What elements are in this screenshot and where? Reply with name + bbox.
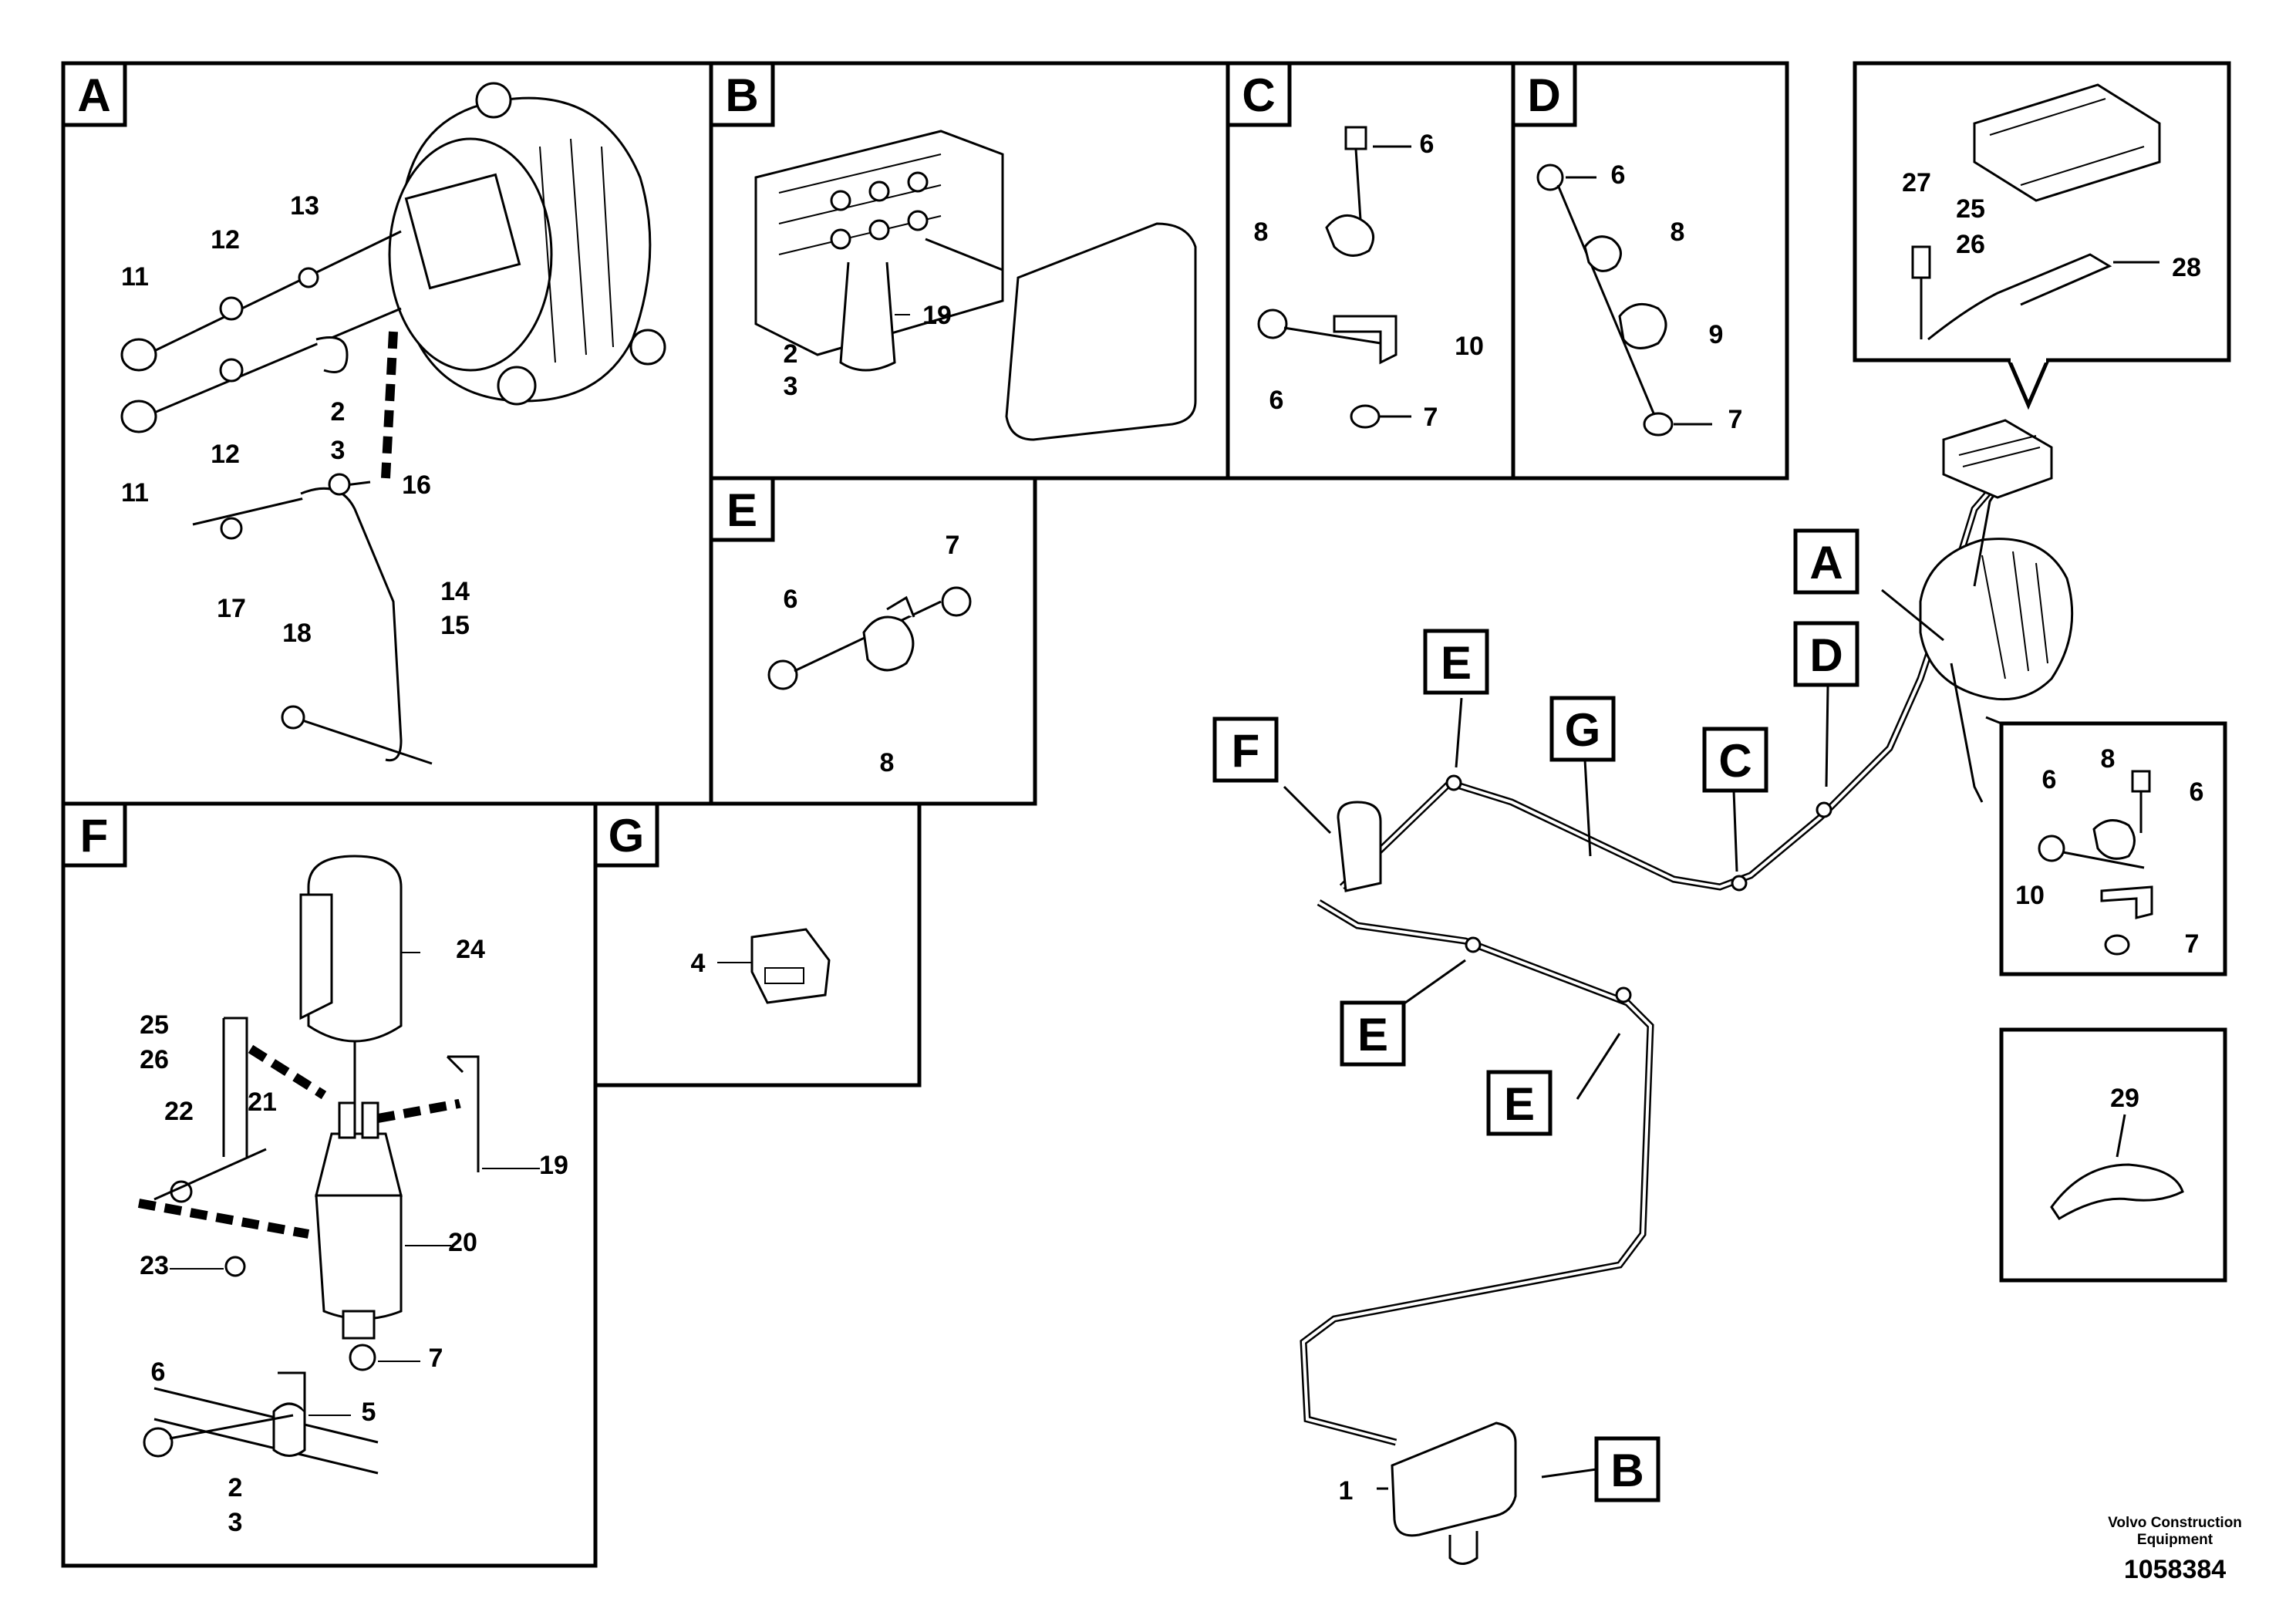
callout-26-inset: 26: [1956, 230, 1985, 259]
panel-d: D 6 8 9 7: [1511, 61, 1789, 481]
panel-g-letter: G: [609, 810, 645, 862]
callout-6-f: 6: [151, 1357, 166, 1387]
inset-connector-detail: 27 25 26 28: [1853, 61, 2231, 410]
callout-18: 18: [282, 619, 312, 648]
callout-7-e: 7: [946, 531, 960, 560]
callout-1: 1: [1339, 1476, 1354, 1506]
callout-23: 23: [140, 1251, 169, 1280]
callout-10-inset: 10: [2015, 881, 2045, 910]
callout-14: 14: [440, 577, 470, 606]
panel-c: C 6 8 10 6 7: [1226, 61, 1515, 481]
panel-f: F 24 25 26 21 22 19 20 23 7 6 5: [61, 801, 598, 1568]
callout-6-c-lower: 6: [1269, 386, 1284, 415]
harness-tag-g: G: [1565, 704, 1601, 756]
callout-6-inset-left: 6: [2042, 765, 2057, 794]
footer: Volvo Construction Equipment 1058384: [2108, 1515, 2242, 1584]
panel-g: G 4: [593, 801, 922, 1088]
harness-tag-c: C: [1718, 735, 1752, 787]
panel-b-letter: B: [725, 69, 758, 121]
inset-bracket-detail: 6 8 6 10 7: [1999, 721, 2227, 976]
callout-15: 15: [440, 611, 470, 640]
callout-25-inset: 25: [1956, 194, 1985, 224]
callout-25-f: 25: [140, 1010, 169, 1040]
alternator-drawing: [388, 82, 666, 406]
panel-d-letter: D: [1527, 69, 1560, 121]
callout-8-c: 8: [1254, 218, 1269, 247]
callout-7-d: 7: [1728, 405, 1743, 434]
junction-box-drawing: [754, 130, 1197, 441]
callout-6-e: 6: [784, 585, 798, 614]
brand-line-1: Volvo Construction: [2108, 1515, 2242, 1531]
callout-17: 17: [217, 594, 246, 623]
harness-tag-f: F: [1232, 725, 1260, 777]
callout-21: 21: [248, 1088, 277, 1117]
callout-28: 28: [2172, 253, 2201, 282]
panel-e: E 7 6 8: [709, 476, 1037, 806]
callout-19-f: 19: [539, 1151, 568, 1180]
harness-tag-b: B: [1610, 1445, 1644, 1496]
callout-7-c: 7: [1424, 403, 1438, 432]
main-harness: F E G C D A E E B 1: [1212, 419, 2074, 1565]
panel-e-letter: E: [727, 484, 757, 536]
callout-2-a: 2: [331, 397, 346, 427]
callout-2-f: 2: [228, 1473, 243, 1502]
callout-6-c-upper: 6: [1420, 130, 1435, 159]
callout-20: 20: [448, 1228, 477, 1257]
panel-b: B 19 2 3: [709, 61, 1230, 481]
cap-nut-lower: [120, 400, 157, 433]
harness-tag-e-left: E: [1357, 1009, 1388, 1061]
callout-16: 16: [402, 470, 431, 500]
callout-3-f: 3: [228, 1508, 243, 1537]
callout-8-d: 8: [1671, 218, 1685, 247]
callout-11-lower: 11: [121, 478, 149, 508]
callout-8-e: 8: [880, 748, 895, 777]
harness-tag-e-upper: E: [1441, 637, 1472, 689]
callout-26-f: 26: [140, 1045, 169, 1074]
panel-f-letter: F: [80, 810, 109, 862]
callout-2-b: 2: [784, 339, 798, 369]
callout-5: 5: [362, 1398, 376, 1427]
callout-12-lower: 12: [211, 440, 240, 469]
callout-24: 24: [456, 935, 485, 964]
harness-tag-e-right: E: [1504, 1078, 1535, 1130]
callout-19-b: 19: [922, 301, 952, 330]
callout-3-a: 3: [331, 436, 346, 465]
cap-nut-upper: [120, 338, 157, 372]
inset-cable-tie: 29: [1999, 1027, 2227, 1283]
brand-line-2: Equipment: [2137, 1532, 2213, 1548]
panel-a-letter: A: [77, 69, 110, 121]
callout-4: 4: [691, 949, 706, 978]
callout-29: 29: [2110, 1084, 2139, 1113]
callout-11-upper: 11: [121, 262, 149, 292]
callout-6-inset-right: 6: [2190, 777, 2204, 807]
callout-13: 13: [290, 191, 319, 221]
callout-12-upper: 12: [211, 225, 240, 255]
callout-7-inset: 7: [2185, 929, 2200, 959]
callout-27: 27: [1902, 168, 1931, 197]
panel-c-letter: C: [1242, 69, 1275, 121]
callout-7-f: 7: [429, 1344, 443, 1373]
callout-10-c: 10: [1455, 332, 1484, 361]
callout-8-inset: 8: [2101, 744, 2116, 774]
harness-tag-a: A: [1809, 537, 1843, 588]
panel-a: A 13 12 11 12 11 2 3 16: [61, 61, 713, 806]
callout-9-d: 9: [1709, 320, 1724, 349]
harness-tag-d: D: [1809, 629, 1843, 681]
callout-22: 22: [164, 1097, 194, 1126]
drawing-number: 1058384: [2124, 1555, 2226, 1584]
callout-6-d: 6: [1611, 160, 1626, 190]
callout-3-b: 3: [784, 372, 798, 401]
